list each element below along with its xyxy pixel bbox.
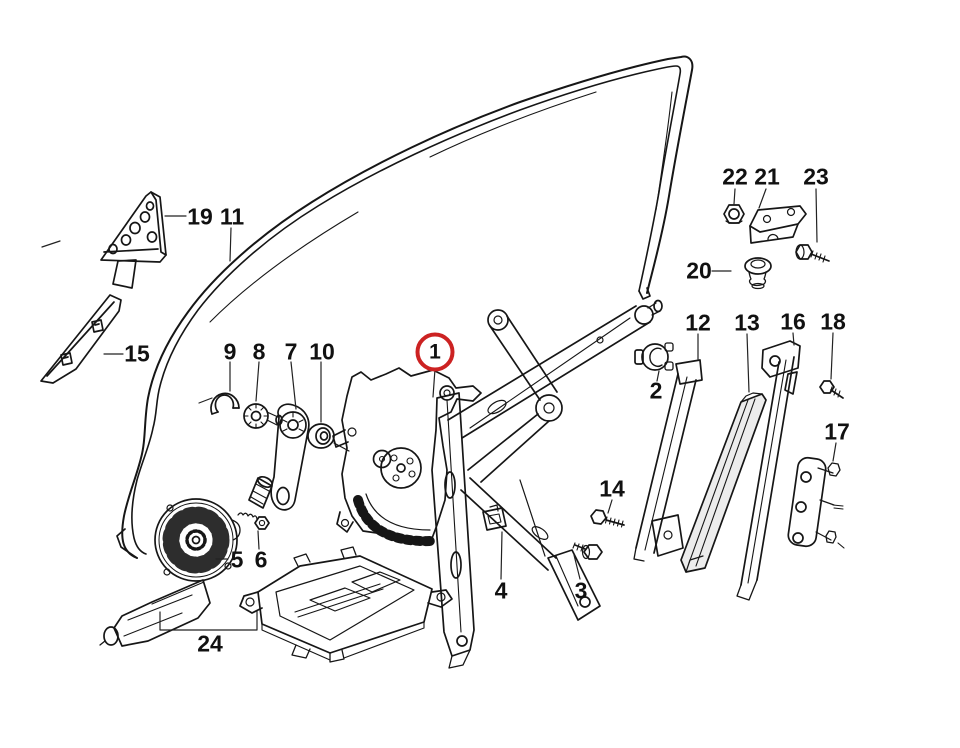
callout-17[interactable]: 17: [824, 418, 850, 445]
part-clip-4: [482, 504, 507, 531]
callout-2[interactable]: 2: [649, 377, 663, 404]
callout-22[interactable]: 22: [722, 163, 748, 190]
part-control-module-24: [239, 546, 453, 663]
part-screw-23: [795, 244, 830, 263]
callout-15[interactable]: 15: [124, 340, 150, 367]
callout-21[interactable]: 21: [754, 163, 780, 190]
callout-24[interactable]: 24: [197, 630, 223, 657]
part-guide-rail-16: [736, 340, 801, 601]
part-screw-6: [237, 512, 270, 530]
callout-11[interactable]: 11: [219, 203, 245, 230]
part-motor-5: [99, 498, 241, 647]
part-bolt-3: [572, 542, 603, 560]
callout-19[interactable]: 19: [187, 203, 213, 230]
part-clip-2: [634, 342, 674, 371]
callout-5[interactable]: 5: [230, 546, 244, 573]
callout-3[interactable]: 3: [574, 577, 588, 604]
callout-7[interactable]: 7: [284, 338, 298, 365]
part-mirror-triangle-outer: [100, 191, 167, 289]
callout-8[interactable]: 8: [252, 338, 266, 365]
part-bracket-21: [749, 205, 807, 244]
callout-13[interactable]: 13: [734, 309, 760, 336]
part-bolt-14: [590, 509, 625, 528]
part-bolt-18: [819, 380, 844, 399]
callout-20[interactable]: 20: [686, 257, 712, 284]
part-crank-7: [248, 403, 310, 511]
part-window-regulator-1: [332, 299, 663, 669]
callout-9[interactable]: 9: [223, 338, 237, 365]
part-mirror-triangle-inner: [40, 294, 122, 384]
part-weatherstrip-13: [680, 392, 767, 573]
callout-1[interactable]: 1: [415, 332, 455, 372]
callout-6[interactable]: 6: [254, 546, 268, 573]
callout-23[interactable]: 23: [803, 163, 829, 190]
leader-lines: [41, 188, 837, 631]
part-washer-8: [243, 403, 283, 429]
callout-18[interactable]: 18: [820, 308, 846, 335]
callout-14[interactable]: 14: [599, 475, 625, 502]
part-bracket-17: [787, 456, 845, 549]
part-guide-rail-12: [633, 359, 703, 562]
callout-12[interactable]: 12: [685, 309, 711, 336]
part-window-frame-seal: [116, 55, 694, 559]
callout-10[interactable]: 10: [309, 338, 335, 365]
part-nut-22: [723, 204, 745, 224]
part-plug-20: [744, 257, 772, 290]
callout-16[interactable]: 16: [780, 308, 806, 335]
callout-4[interactable]: 4: [494, 577, 508, 604]
part-cap-9: [210, 392, 240, 415]
